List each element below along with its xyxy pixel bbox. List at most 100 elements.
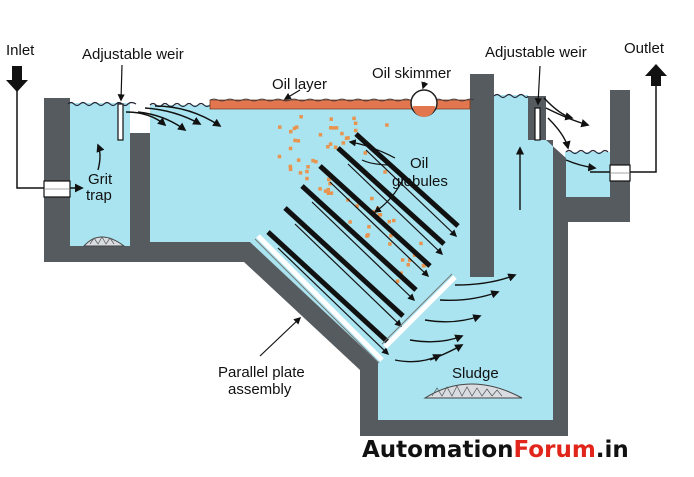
oil-droplet [292, 126, 297, 131]
parallel-plate [283, 206, 405, 318]
flow-arrows [96, 97, 597, 363]
oil-droplet [329, 191, 334, 195]
brand-logo-text: AutomationForum.in [362, 437, 629, 463]
left-adjustable-weir [117, 103, 124, 141]
grit-divider-wall [130, 133, 150, 261]
left-weir-label: Adjustable weir [82, 46, 184, 63]
oil-droplet [318, 187, 322, 191]
oil-droplet [329, 117, 333, 121]
oil-droplet [378, 213, 383, 217]
baffle-wall [470, 74, 494, 277]
tank-walls [44, 74, 630, 436]
labels: Inlet Outlet Adjustable weir Adjustable … [6, 40, 665, 398]
oil-droplet [277, 154, 282, 159]
plate-flow-arrow [347, 163, 444, 255]
oil-droplet [363, 151, 367, 155]
oil-droplet [288, 167, 293, 172]
brand-part-forum: Forum [514, 437, 596, 463]
oil-droplet [331, 126, 336, 130]
oil-droplet [318, 133, 323, 137]
oil-droplet [289, 129, 293, 134]
right-adjustable-weir [534, 107, 541, 141]
sludge-label: Sludge [452, 365, 499, 382]
oil-layer-label: Oil layer [272, 76, 327, 93]
oil-droplet [388, 242, 392, 246]
oil-droplet [323, 189, 328, 193]
oil-droplet [419, 241, 423, 246]
oil-droplet [340, 131, 344, 136]
oil-droplet [296, 139, 301, 143]
parallel-plates [266, 132, 460, 355]
oil-droplet [326, 145, 330, 149]
oil-globules-label-line2: globules [392, 173, 448, 190]
inlet-wall [44, 98, 70, 260]
oil-droplet [400, 258, 405, 262]
brand-part-automation: Automation [362, 437, 514, 463]
oil-droplet [367, 225, 371, 229]
oil-droplet [298, 171, 303, 175]
oil-droplet [293, 138, 297, 143]
oil-skimmer [410, 89, 438, 117]
brand-part-domain: .in [596, 437, 629, 463]
main-tank-floor [150, 90, 630, 436]
oil-droplet [333, 145, 338, 150]
plate-flow-arrow [311, 201, 416, 301]
oil-droplet [327, 177, 331, 182]
grit-trap-floor [44, 246, 154, 262]
parallel-plate [318, 164, 432, 268]
grit-trap-label-line1: Grit [88, 171, 113, 188]
plate-flow-arrow [277, 247, 390, 355]
oil-droplet [311, 158, 315, 163]
right-weir-label: Adjustable weir [485, 44, 587, 61]
oil-droplet [314, 159, 318, 164]
oil-skimmer-label: Oil skimmer [372, 65, 451, 82]
oil-droplet [353, 121, 358, 125]
oil-droplet [421, 264, 426, 268]
parallel-plate [266, 230, 392, 346]
oil-droplet [387, 219, 391, 224]
oil-droplet [305, 169, 309, 174]
oil-droplet [348, 220, 352, 224]
oil-droplet [326, 191, 331, 195]
sludge-piles [82, 236, 523, 399]
oil-droplet [355, 204, 359, 208]
outlet-chamber-water [565, 152, 610, 197]
oil-droplet [406, 263, 410, 267]
oil-droplet [383, 170, 387, 174]
inlet-pipe [6, 66, 84, 198]
leader-lines [117, 64, 542, 357]
oil-droplet [352, 116, 356, 121]
plate-flow-arrow [294, 223, 403, 327]
oil-droplet [328, 142, 333, 146]
oil-droplet [288, 146, 293, 151]
oil-droplet [389, 234, 393, 238]
oil-droplet [306, 165, 310, 169]
oil-droplet [295, 125, 299, 129]
oil-droplet [392, 218, 396, 223]
oil-droplet [296, 158, 301, 162]
oil-droplet [407, 258, 412, 262]
parallel-plate [300, 184, 418, 292]
oil-droplet [334, 126, 339, 130]
oil-droplet [305, 176, 309, 181]
oil-droplet [395, 279, 400, 283]
oil-droplet [329, 126, 333, 130]
main-sludge [423, 383, 523, 399]
oil-droplet [346, 136, 350, 140]
oil-globules-label-line1: Oil [410, 155, 428, 172]
oil-droplet [353, 128, 358, 133]
oil-droplet [278, 125, 282, 129]
parallel-plate-label-line1: Parallel plate [218, 364, 305, 381]
plate-flow-arrow [329, 181, 430, 277]
oil-droplet [385, 123, 389, 127]
oil-droplet [341, 141, 346, 145]
outlet-label: Outlet [624, 40, 665, 57]
parallel-plate-label-line2: assembly [228, 381, 292, 398]
parallel-plate [354, 132, 460, 228]
oil-droplet [299, 115, 303, 119]
oil-droplet [366, 233, 370, 237]
parallel-plate [336, 146, 446, 246]
oil-droplet [328, 181, 332, 186]
inlet-label: Inlet [6, 42, 35, 59]
